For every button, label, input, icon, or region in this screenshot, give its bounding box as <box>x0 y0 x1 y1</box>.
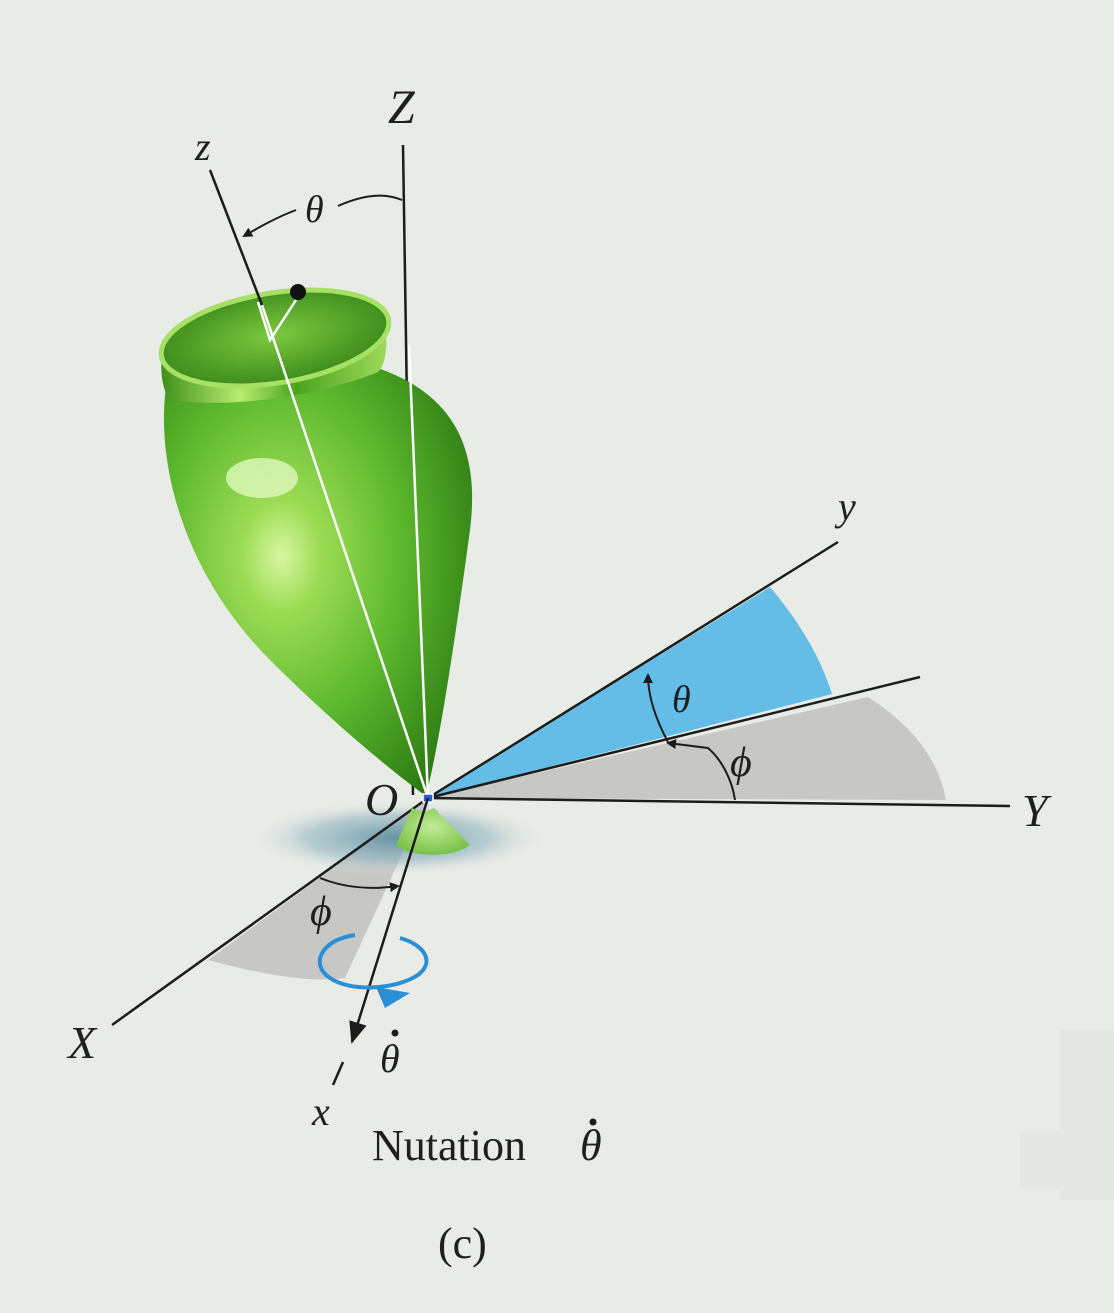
bleed-through-text <box>1020 1030 1114 1200</box>
label-phi-right: ϕ <box>730 740 752 786</box>
top-opening-rim <box>158 287 392 389</box>
theta-sector <box>428 587 832 798</box>
label-theta-blue: θ <box>672 679 691 721</box>
z-axis <box>208 169 264 306</box>
phi-arc-left <box>319 877 400 893</box>
z-axis-on-body <box>260 304 430 799</box>
center-of-mass-dot <box>290 284 306 300</box>
Z-axis-on-body <box>407 344 430 799</box>
mass-center-marker <box>256 299 298 343</box>
top-shadow <box>248 800 548 876</box>
Y-axis <box>427 796 1011 808</box>
label-z: z <box>194 124 211 169</box>
rotated-line <box>427 675 921 800</box>
caption-dot-mark <box>589 1118 597 1126</box>
nutation-rotation-arrow <box>317 933 429 990</box>
label-theta-dot: θ <box>380 1036 400 1081</box>
label-x: x <box>311 1089 330 1134</box>
spinning-top <box>158 287 473 855</box>
theta-dot-label: θ <box>380 1029 400 1081</box>
theta-arc-top <box>337 194 403 207</box>
nutation-arrow-head <box>376 987 410 1008</box>
phi-sector-right <box>428 697 946 800</box>
label-O: O <box>365 774 398 825</box>
top-highlight <box>226 458 298 498</box>
label-phi-left: ϕ <box>310 889 332 935</box>
y-axis <box>427 540 839 800</box>
theta-dot-mark <box>391 1029 399 1037</box>
caption-word: Nutation <box>372 1121 526 1170</box>
figure-tag: (c) <box>438 1219 487 1268</box>
label-y: y <box>834 484 856 529</box>
theta-arc-right <box>643 673 669 743</box>
label-X: X <box>66 1017 98 1068</box>
phi-arc-right <box>666 739 736 801</box>
label-Z: Z <box>388 81 416 134</box>
x-axis <box>349 797 430 1044</box>
label-Y: Y <box>1022 785 1052 836</box>
x-axis-dashed <box>331 1061 345 1086</box>
label-theta-top: θ <box>305 189 324 231</box>
X-axis <box>111 796 429 1027</box>
caption-symbol: θ <box>580 1121 602 1170</box>
theta-arc-top-left <box>242 209 297 237</box>
